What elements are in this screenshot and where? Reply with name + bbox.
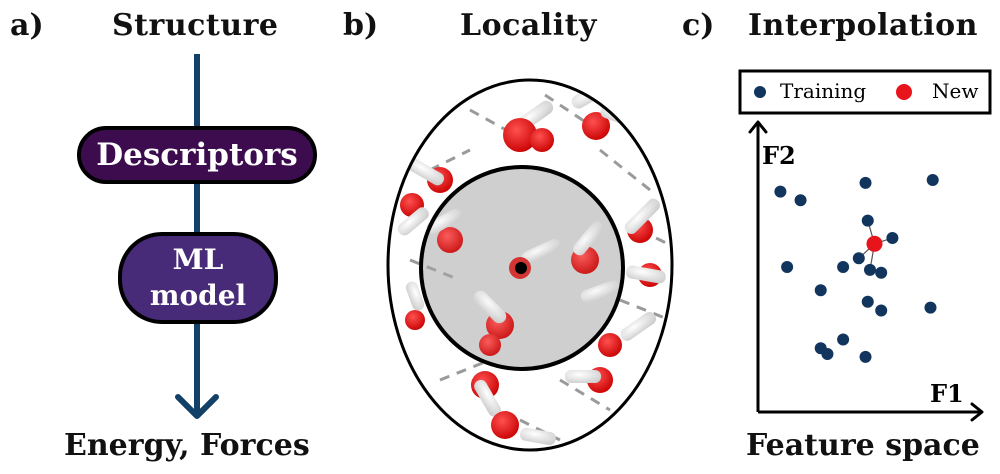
descriptors-label: Descriptors (96, 137, 298, 173)
legend-new-label: New (932, 79, 978, 103)
central-atom (515, 262, 527, 274)
training-point (781, 261, 794, 273)
feature-space-scatter: Training New F2 F1 (738, 69, 992, 422)
molecule-cluster (397, 81, 666, 446)
panel-b-title: Locality (460, 8, 597, 43)
training-point (794, 194, 807, 207)
panel-c-letter: c) (682, 8, 715, 43)
training-point (852, 252, 865, 265)
data-points (774, 174, 939, 363)
axis-x-label: F1 (930, 379, 964, 408)
axis-y-label: F2 (762, 141, 796, 170)
training-point (924, 301, 937, 314)
training-point (774, 185, 787, 198)
legend-new-marker (896, 84, 912, 100)
energy-forces-label: Energy, Forces (64, 428, 310, 463)
inner-molecules (426, 208, 620, 356)
training-point (886, 232, 899, 244)
training-point (859, 176, 872, 189)
environment-boundary (386, 78, 674, 452)
training-point (837, 261, 850, 273)
training-point (875, 304, 888, 317)
panel-a-letter: a) (10, 8, 44, 43)
training-point (875, 266, 888, 279)
training-point (821, 348, 834, 360)
training-point (861, 214, 874, 227)
legend-training-label: Training (780, 79, 866, 103)
panel-a-title: Structure (112, 8, 279, 43)
panel-c-title: Interpolation (748, 8, 978, 43)
axes (748, 120, 984, 422)
locality-illustration (386, 78, 674, 452)
legend-box (738, 69, 992, 115)
feature-space-caption: Feature space (746, 428, 980, 463)
ml-model-box: ML model (118, 232, 278, 324)
training-point (926, 174, 939, 186)
training-point (859, 350, 872, 363)
training-point (814, 284, 827, 297)
new-point (866, 235, 883, 252)
panel-b-letter: b) (343, 8, 379, 43)
ml-model-label: ML model (149, 242, 247, 312)
training-point (837, 333, 850, 346)
descriptors-box: Descriptors (77, 126, 317, 184)
training-point (864, 263, 876, 276)
training-point (861, 295, 874, 308)
legend-training-marker (754, 86, 766, 98)
water-molecules (388, 80, 672, 450)
